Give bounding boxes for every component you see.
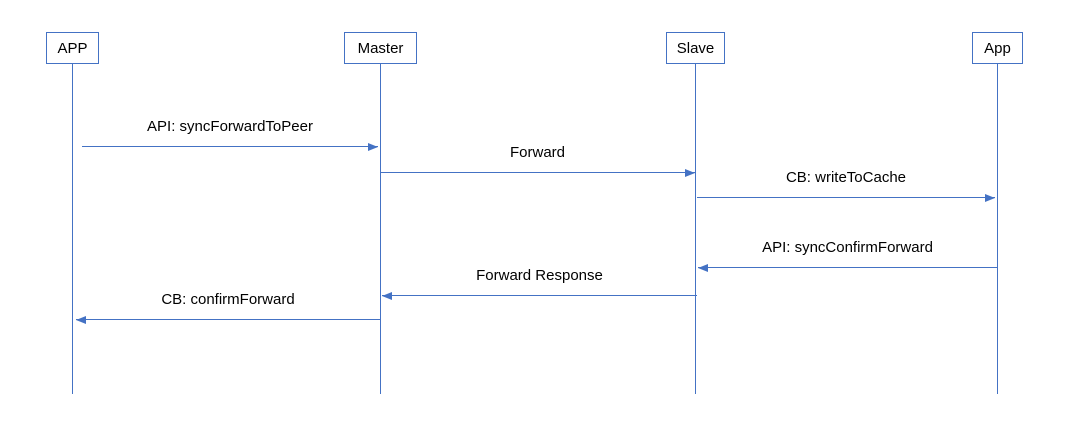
arrow-line [380, 172, 695, 173]
actor-box-master: Master [344, 32, 417, 64]
arrowhead-right-icon [685, 168, 695, 177]
message-label: API: syncForwardToPeer [147, 118, 313, 135]
arrowhead-left-icon [382, 291, 392, 300]
lifeline-master [379, 64, 382, 394]
arrow-line [76, 319, 380, 320]
actor-label-slave: Slave [676, 39, 715, 57]
actor-box-slave: Slave [666, 32, 725, 64]
actor-label-app-right: App [984, 39, 1011, 57]
arrow-line [82, 146, 378, 147]
arrowhead-left-icon [76, 315, 86, 324]
lifeline-app-left [71, 64, 74, 394]
lifeline-app-right [996, 64, 999, 394]
lifeline-slave [694, 64, 697, 394]
actor-app-right: App [972, 32, 1023, 394]
actor-app-left: APP [46, 32, 99, 394]
arrowhead-left-icon [698, 263, 708, 272]
message-label: API: syncConfirmForward [762, 239, 933, 256]
message-label: Forward Response [476, 267, 603, 284]
message-label: Forward [509, 144, 565, 161]
arrow-line [698, 267, 997, 268]
message-label: CB: confirmForward [161, 291, 295, 308]
arrowhead-right-icon [368, 142, 378, 151]
actor-label-master: Master [357, 39, 404, 57]
actor-box-app-left: APP [46, 32, 99, 64]
actor-master: Master [344, 32, 417, 394]
message-label: CB: writeToCache [785, 169, 907, 186]
arrow-line [697, 197, 995, 198]
arrowhead-right-icon [985, 193, 995, 202]
arrow-line [382, 295, 697, 296]
actor-box-app-right: App [972, 32, 1023, 64]
actor-label-app-left: APP [57, 39, 88, 57]
actor-slave: Slave [666, 32, 725, 394]
